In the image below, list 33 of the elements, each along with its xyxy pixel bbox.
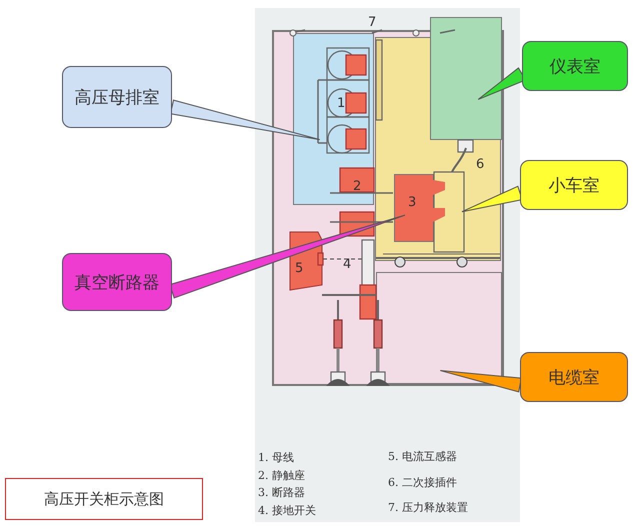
callout-text: 真空断路器 — [74, 272, 160, 294]
callout-number: 5 — [295, 262, 304, 275]
callout-number: 1 — [337, 97, 346, 110]
title-box — [5, 478, 203, 520]
legend-item: 1. 母线 — [258, 452, 294, 463]
legend-item: 6. 二次接插件 — [388, 477, 457, 488]
callout-pointer — [169, 214, 406, 299]
legend-item: 4. 接地开关 — [258, 505, 316, 516]
callout-box — [62, 66, 172, 128]
callout-text: 高压开关柜示意图 — [44, 490, 164, 508]
callout-text: 仪表室 — [550, 56, 600, 78]
legend-item: 5. 电流互感器 — [388, 451, 457, 462]
instrument-compartment — [430, 17, 502, 140]
legend-item: 7. 压力释放装置 — [388, 502, 468, 513]
callout-number: 6 — [476, 158, 484, 171]
callout-number: 2 — [353, 180, 362, 193]
callout-number: 7 — [368, 16, 376, 29]
callout-pointer — [440, 370, 522, 393]
callout-text: 高压母排室 — [74, 86, 160, 108]
circuit-breaker — [394, 174, 434, 242]
legend-item: 3. 断路器 — [258, 487, 305, 498]
cable-compartment — [376, 272, 502, 384]
callout-pointer — [170, 99, 320, 140]
callout-pointer — [461, 186, 523, 212]
legend-item: 2. 静触座 — [258, 470, 305, 481]
callout-number: 4 — [343, 258, 352, 271]
callout-box — [62, 253, 172, 311]
callout-box — [520, 160, 628, 210]
callout-box — [520, 352, 628, 402]
callout-number: 3 — [408, 196, 416, 209]
callout-text: 小车室 — [548, 174, 600, 196]
callout-box — [522, 41, 628, 91]
callout-text: 电缆室 — [548, 366, 600, 388]
